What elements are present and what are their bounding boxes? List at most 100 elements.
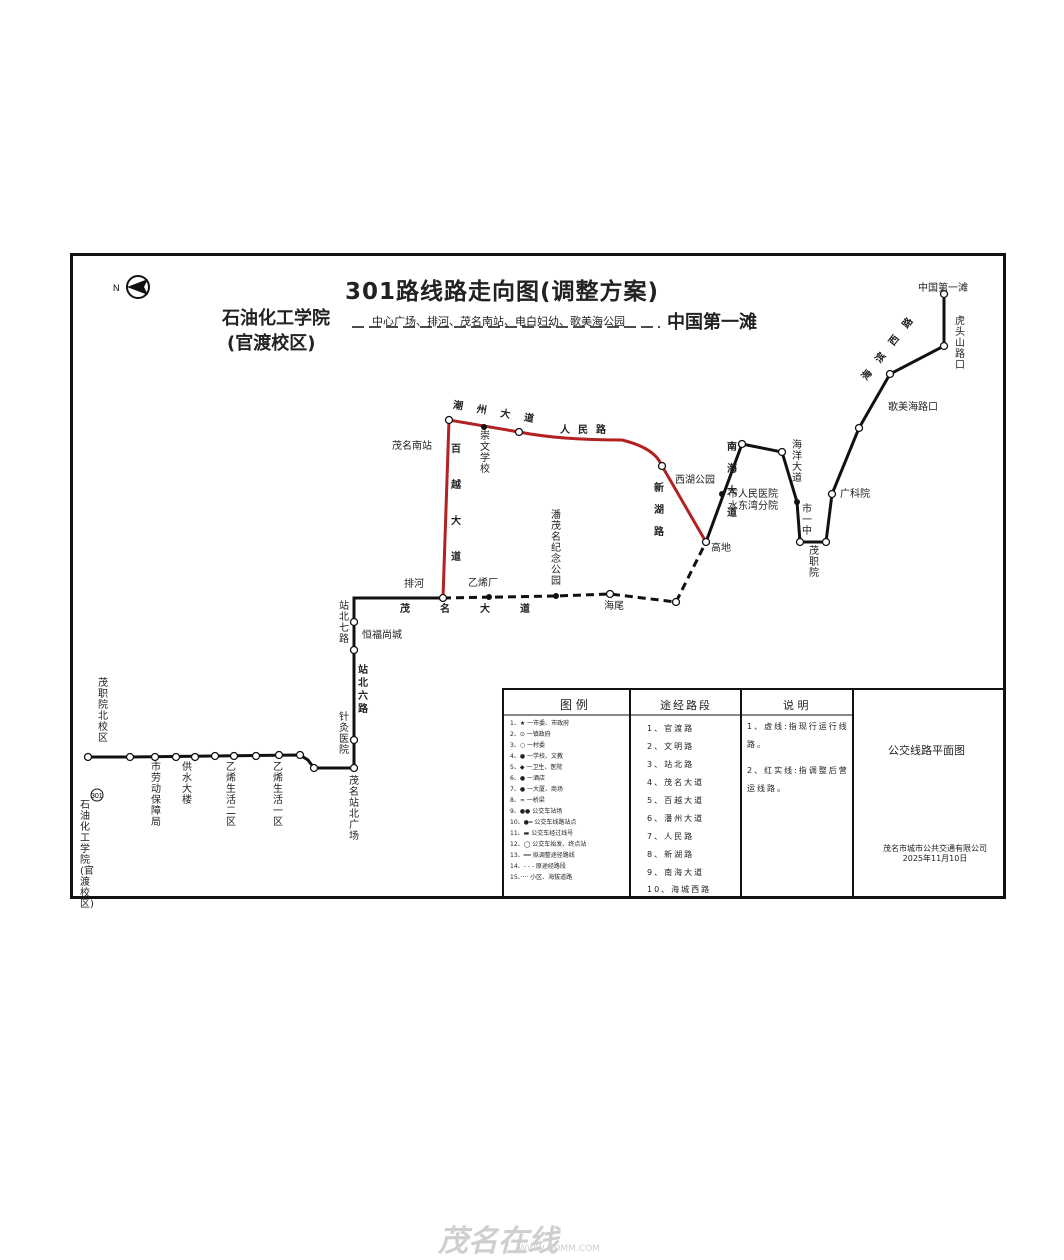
- stop-marker: [777, 447, 787, 457]
- stop-label-yixi-shenghuo-yiqu: 乙烯生活一区: [273, 762, 283, 828]
- road-label-haiyang-dadao: 海洋大道: [792, 440, 802, 484]
- segment-item: 2、文明路: [647, 742, 695, 751]
- segment-item: 8、新湖路: [647, 850, 695, 859]
- compass-north-label: N: [113, 283, 120, 293]
- stop-label-maoming-zhanbei-guangchang: 茂名站北广场: [349, 776, 359, 842]
- stop-marker: [309, 763, 319, 773]
- compass-icon: [126, 275, 150, 299]
- stop-label-hengfu-shangcheng: 恒福尚城: [362, 630, 402, 641]
- stop-label-zhenjiu-yiyuan: 针灸医院: [339, 712, 349, 756]
- stop-label-paihe: 排河: [404, 579, 424, 590]
- stop-marker: [125, 752, 135, 762]
- notes-title: 说 明: [783, 699, 809, 712]
- stop-marker: [821, 537, 831, 547]
- stop-marker: [210, 751, 220, 761]
- legend-title: 图 例: [560, 698, 588, 712]
- stop-marker: [737, 439, 747, 449]
- map-title: 301路线路走向图(调整方案): [345, 279, 660, 305]
- legend-item: 11、▬ 公交车经过线号: [510, 830, 574, 837]
- segment-item: 1、官渡路: [647, 724, 695, 733]
- terminal-left-name: 石油化工学院: [222, 308, 330, 329]
- segment-item: 6、潘州大道: [647, 814, 705, 823]
- note-item: 2、红实线:指调整后营运线路。: [747, 766, 849, 793]
- stop-marker: [854, 423, 864, 433]
- legend-item: 12、◯ 公交车始发、终点站: [510, 841, 587, 848]
- stop-marker: [657, 461, 667, 471]
- solid-stop-markers: [481, 424, 800, 600]
- stop-marker: [349, 735, 359, 745]
- stop-label-chongwen-xuexiao: 崇文学校: [480, 431, 490, 475]
- road-label-maoming-dadao: 茂名大道: [400, 604, 560, 615]
- stop-label-shiyou-huagong-xueyuan: 石油化工学院(官渡校区): [80, 800, 94, 910]
- segment-item: 9、南海大道: [647, 868, 705, 877]
- stop-marker: [939, 341, 949, 351]
- legend-item: 9、●● 公交车站场: [510, 808, 563, 815]
- stop-marker: [438, 593, 448, 603]
- stop-marker: [251, 751, 261, 761]
- road-label-baiyue-dadao: 百越大道: [451, 444, 461, 563]
- via-stops-text: 中心广场、排河、茂名南站、电白妇幼、歌美海公园: [372, 315, 625, 328]
- segment-item: 3、站北路: [647, 760, 695, 769]
- stop-marker: [349, 763, 359, 773]
- legend-item: 3、○ 一村委: [510, 742, 545, 749]
- legend-item: 14、- - - 原途经路段: [510, 863, 566, 870]
- route-badge-number: 301: [91, 793, 103, 800]
- stop-marker: [795, 537, 805, 547]
- stop-marker: [553, 593, 559, 599]
- stop-marker: [83, 752, 93, 762]
- stop-label-yi-xichang: 乙烯厂: [468, 578, 498, 589]
- stop-label-zhongguo-diyitan: 中国第一滩: [918, 283, 968, 294]
- segment-item: 7、人民路: [647, 832, 695, 841]
- stop-marker: [486, 594, 492, 600]
- road-label-zhanbei-liulu: 站北六路: [358, 665, 368, 715]
- stop-marker: [939, 289, 949, 299]
- stop-label-pan-maoming-jinian-gongyuan: 潘茂名纪念公园: [551, 510, 561, 587]
- note-item: 1、虚线:指现行运行线路。: [747, 722, 849, 749]
- legend-item: 4、● 一学校、文教: [510, 753, 563, 760]
- stop-label-haiwei: 海尾: [604, 601, 624, 612]
- stop-marker: [444, 415, 454, 425]
- segment-item: 5、百越大道: [647, 796, 705, 805]
- info-panel: [502, 688, 1005, 898]
- stop-markers: [83, 289, 949, 773]
- stop-label-hutoushan-lukou: 虎头山路口: [955, 316, 965, 371]
- stop-marker: [481, 424, 487, 430]
- segments-title: 途经路段: [660, 699, 712, 712]
- stop-marker: [349, 645, 359, 655]
- stop-label-maozhiyuan-beixiaoqu: 茂职院北校区: [98, 678, 108, 744]
- stop-label-shi-renmin-yiyuan: 市人民医院: [728, 489, 778, 500]
- legend-item: 1、★ 一市委、市政府: [510, 720, 570, 727]
- stop-marker: [274, 750, 284, 760]
- route-black-west: [88, 596, 443, 770]
- route-red-adjusted: [441, 418, 708, 599]
- route-dashed-old: [442, 541, 708, 604]
- legend-item: 10、●━ 公交车线路站点: [510, 819, 577, 826]
- stop-marker: [150, 752, 160, 762]
- legend-item: 13、━━ 拟调整途径路线: [510, 852, 575, 859]
- terminal-right-name: 中国第一滩: [667, 312, 757, 333]
- stop-marker: [701, 537, 711, 547]
- stop-label-zhanbei-qilu: 站北七路: [339, 601, 349, 645]
- terminal-left-campus: (官渡校区): [227, 333, 316, 354]
- stop-label-guangkeyuan: 广科院: [840, 489, 870, 500]
- stop-marker: [605, 589, 615, 599]
- segment-item: 4、茂名大道: [647, 778, 705, 787]
- stop-label-gongshui-dalou: 供水大楼: [182, 762, 192, 806]
- stop-label-gaodi: 高地: [711, 543, 731, 554]
- stop-label-yixi-shenghuo-erqu: 乙烯生活二区: [226, 762, 236, 828]
- stop-marker: [671, 597, 681, 607]
- stop-label-maoming-nanzhan: 茂名南站: [392, 441, 432, 452]
- legend-item: 5、◆ 一卫生、医院: [510, 764, 563, 771]
- stop-label-xihu-gongyuan: 西湖公园: [675, 475, 715, 486]
- stop-label-shi-yizhong: 市一中: [802, 504, 812, 537]
- plan-date: 2025年11月10日: [902, 854, 968, 863]
- legend-item: 8、≍ 一桥梁: [510, 797, 545, 804]
- legend-item: 15、···· 小区、海拔道路: [510, 874, 573, 881]
- segment-item: 10、海城西路: [647, 885, 712, 894]
- stop-marker: [229, 751, 239, 761]
- company-info: 茂名市城市公共交通有限公司 2025年11月10日: [873, 844, 997, 864]
- stop-marker: [349, 617, 359, 627]
- stop-label-maozhiyuan: 茂职院: [809, 546, 819, 579]
- stop-label-gemeihai-lukou: 歌美海路口: [888, 402, 938, 413]
